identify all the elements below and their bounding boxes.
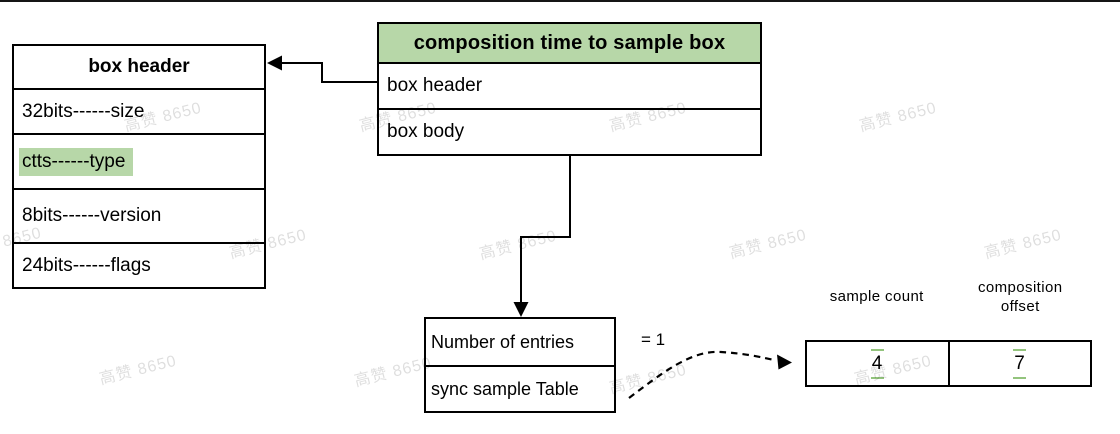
arrowhead-down-icon xyxy=(513,302,529,317)
column-label-composition-offset: composition offset xyxy=(978,278,1063,316)
digit-overline-mark xyxy=(1013,348,1027,351)
composition-time-to-sample-box: composition time to sample box box heade… xyxy=(377,22,762,156)
entries-row-count: Number of entries xyxy=(426,319,614,365)
field-label-flags: 24bits------flags xyxy=(22,254,151,276)
left-box-title: box header xyxy=(88,56,190,77)
composition-offset-value: 7 xyxy=(1014,352,1026,374)
main-box-row-header-label: box header xyxy=(387,75,483,96)
watermark: 高赞 8650 xyxy=(477,227,559,264)
dashed-arrow-to-sample-table xyxy=(628,350,777,399)
main-box-title: composition time to sample box xyxy=(379,24,760,62)
sample-table-column-labels: sample count composition offset xyxy=(805,272,1092,322)
arrowhead-right-icon xyxy=(777,354,792,370)
digit-underline-mark xyxy=(1013,376,1027,379)
field-row-size: 32bits------size xyxy=(14,88,264,133)
entries-row-table: sync sample Table xyxy=(426,365,614,411)
box-header-fields-box: box header 32bits------size ctts------ty… xyxy=(12,44,266,289)
digit-underline-mark xyxy=(870,376,884,379)
field-row-type: ctts------type xyxy=(14,133,264,188)
arrowhead-left-icon xyxy=(267,55,282,71)
field-label-type-highlighted: ctts------type xyxy=(19,147,134,176)
watermark: 高赞 8650 xyxy=(352,354,434,391)
arrow-main-to-entries-box xyxy=(520,156,571,304)
field-label-version: 8bits------version xyxy=(22,205,162,226)
watermark: 高赞 8650 xyxy=(982,226,1064,263)
sample-count-value: 4 xyxy=(871,352,883,374)
entries-row-table-label: sync sample Table xyxy=(431,378,579,399)
main-box-row-body: box body xyxy=(379,108,760,154)
field-label-size: 32bits------size xyxy=(22,100,145,122)
arrow-main-to-left-box xyxy=(280,62,377,83)
equals-one-label: = 1 xyxy=(641,330,666,349)
field-row-version: 8bits------version xyxy=(14,188,264,242)
entries-row-count-label: Number of entries xyxy=(431,331,575,352)
digit-overline-mark xyxy=(870,348,884,351)
entries-box: Number of entries sync sample Table xyxy=(424,317,616,413)
main-box-row-header: box header xyxy=(379,62,760,108)
watermark: 高赞 8650 xyxy=(727,226,809,263)
composition-offset-cell: 7 xyxy=(950,342,1091,385)
sample-count-cell: 4 xyxy=(807,342,950,385)
main-box-row-body-label: box body xyxy=(387,121,465,142)
top-divider xyxy=(0,0,1120,2)
watermark: 高赞 8650 xyxy=(857,99,939,136)
field-row-flags: 24bits------flags xyxy=(14,242,264,287)
sample-table: 4 7 xyxy=(805,340,1092,387)
watermark: 高赞 8650 xyxy=(607,361,689,398)
watermark: 高赞 8650 xyxy=(97,352,179,389)
column-label-sample-count: sample count xyxy=(829,288,924,306)
